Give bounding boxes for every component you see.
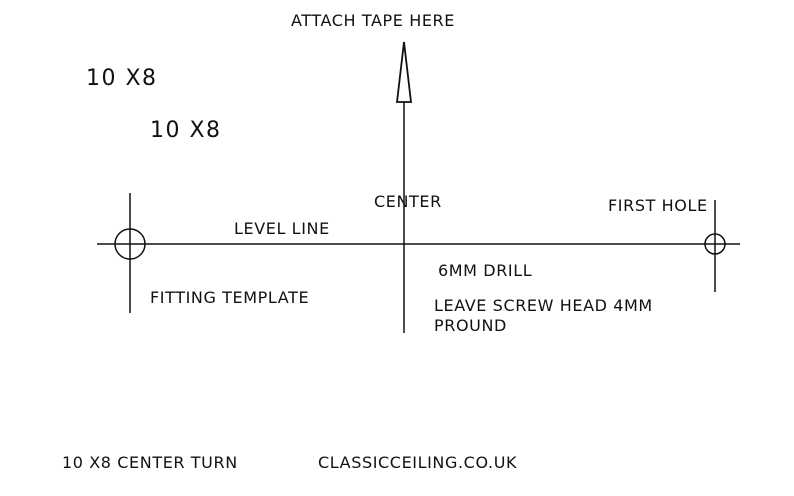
footer-center-turn: 10 X8 CENTER TURN	[62, 453, 238, 472]
center-label: CENTER	[374, 192, 442, 211]
attach-tape-label: ATTACH TAPE HERE	[291, 11, 455, 30]
first-hole-label: FIRST HOLE	[608, 196, 708, 215]
footer-website: CLASSICCEILING.CO.UK	[318, 453, 518, 472]
tape-arrow-icon	[395, 41, 413, 103]
screw-note-line1: LEAVE SCREW HEAD 4MM	[434, 296, 653, 315]
size-label-primary: 10 X8	[86, 66, 158, 91]
size-label-secondary: 10 X8	[150, 118, 222, 143]
level-line-label: LEVEL LINE	[234, 219, 330, 238]
screw-note-line2: PROUND	[434, 316, 507, 335]
fitting-template-label: FITTING TEMPLATE	[150, 288, 310, 307]
drill-size-label: 6MM DRILL	[438, 261, 533, 280]
